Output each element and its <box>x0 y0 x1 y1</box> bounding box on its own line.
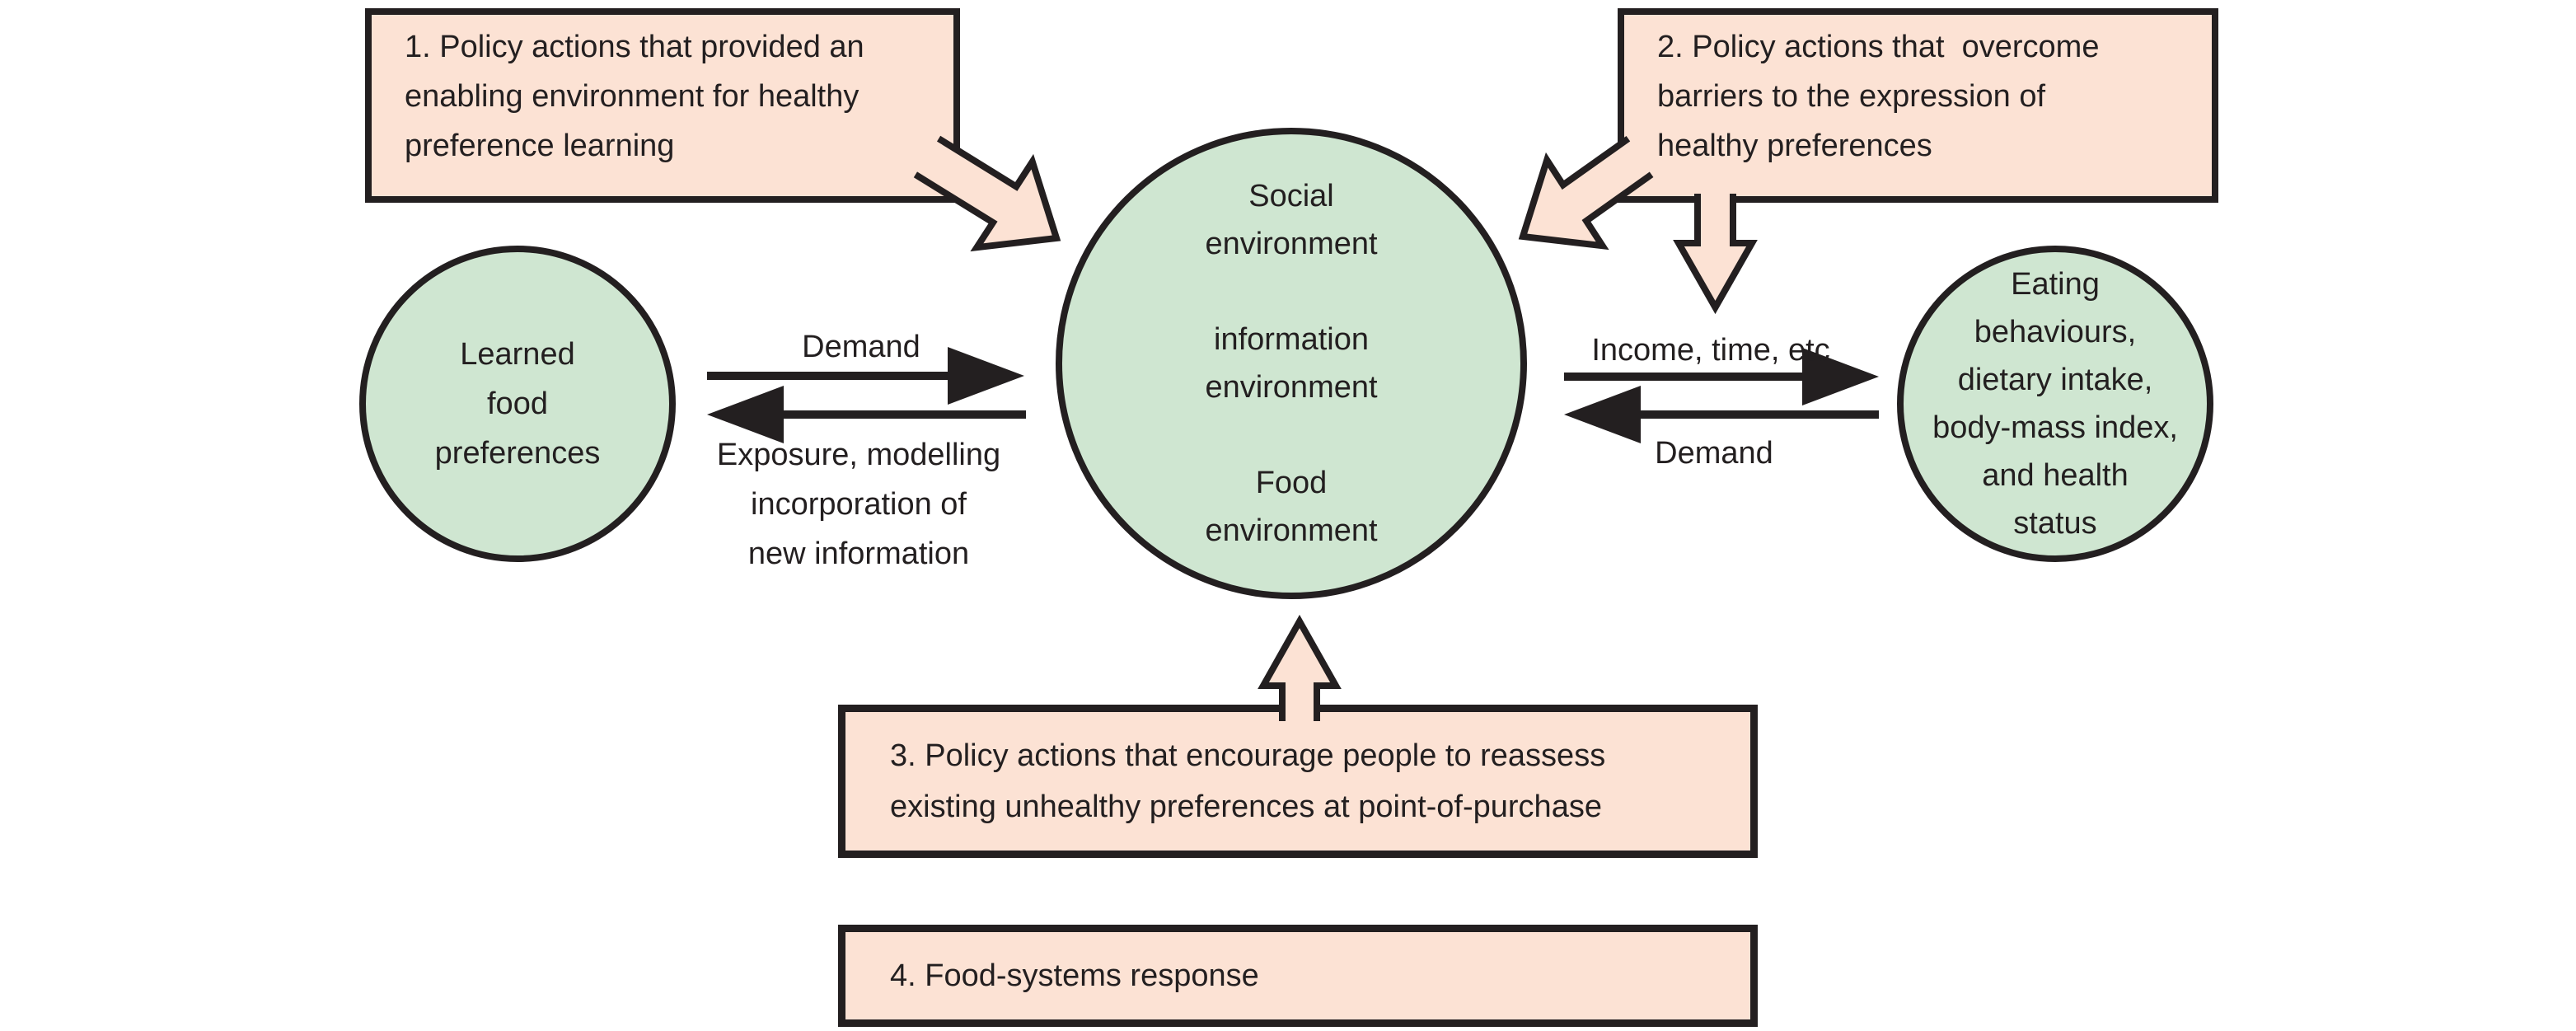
policy-box-2: 2. Policy actions that overcome barriers… <box>1618 8 2218 203</box>
policy2-down-block-arrow-icon <box>1673 194 1758 315</box>
policy-box-4: 4. Food-systems response <box>838 925 1758 1027</box>
environments-circle: Social environment information environme… <box>1056 128 1527 599</box>
left-demand-arrow-label: Demand <box>802 330 920 364</box>
left-demand-arrowhead-icon <box>948 347 1024 405</box>
income-arrow-label: Income, time, etc <box>1591 333 1830 368</box>
policy-box-4-label: 4. Food-systems response <box>890 958 1259 993</box>
learned-food-preferences-label: Learned food preferences <box>434 337 601 471</box>
right-demand-arrow-label: Demand <box>1655 436 1773 471</box>
exposure-arrow-label: Exposure, modelling incorporation of new… <box>716 438 1001 571</box>
right-demand-arrowhead-icon <box>1564 386 1641 443</box>
environments-label: Social environment information environme… <box>1205 179 1378 548</box>
learned-food-preferences-circle: Learned food preferences <box>359 246 676 562</box>
health-outcomes-circle: Eating behaviours, dietary intake, body-… <box>1897 246 2213 562</box>
policy-box-1-label: 1. Policy actions that provided an enabl… <box>405 30 864 163</box>
policy-box-3-label: 3. Policy actions that encourage people … <box>890 738 1606 824</box>
policy-box-2-label: 2. Policy actions that overcome barriers… <box>1657 30 2100 163</box>
policy-box-3: 3. Policy actions that encourage people … <box>838 705 1758 858</box>
health-outcomes-label: Eating behaviours, dietary intake, body-… <box>1932 267 2178 541</box>
policy-box-1: 1. Policy actions that provided an enabl… <box>365 8 960 203</box>
